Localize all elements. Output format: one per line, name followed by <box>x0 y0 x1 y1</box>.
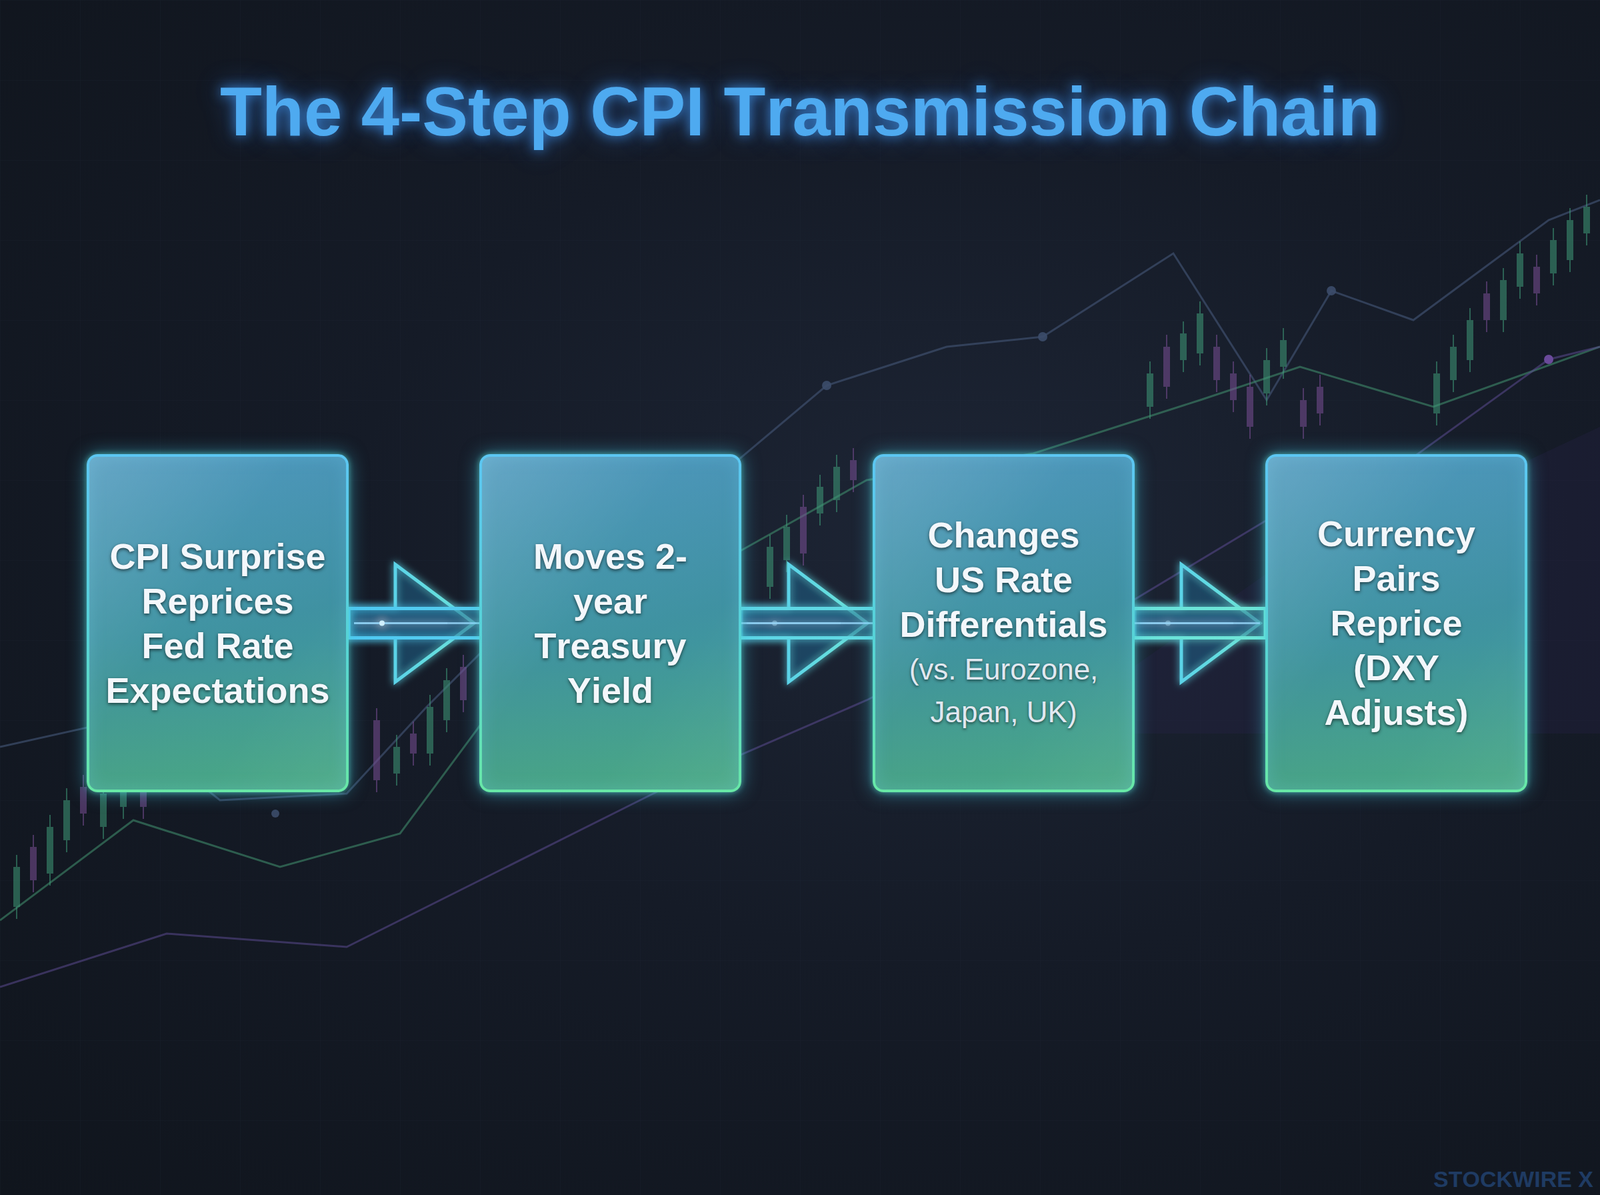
box-heading: Changes US Rate Differentials <box>898 512 1109 647</box>
box-heading: Currency Pairs Reprice (DXY Adjusts) <box>1284 511 1510 735</box>
box-text-group: Changes US Rate Differentials(vs. Eurozo… <box>898 512 1109 734</box>
diagram-title: The 4-Step CPI Transmission Chain <box>0 77 1600 146</box>
candles-down <box>30 254 1540 892</box>
box-heading: CPI Surprise Reprices Fed Rate Expectati… <box>105 534 331 713</box>
chart-dot <box>1544 354 1554 364</box>
watermark: STOCKWIRE X <box>1433 1166 1594 1192</box>
arrow-spark <box>379 620 385 626</box>
flow-box: Changes US Rate Differentials(vs. Eurozo… <box>872 454 1135 792</box>
average-line <box>0 346 1600 920</box>
candles-up <box>13 194 1590 919</box>
price-line <box>0 200 1600 800</box>
box-text-group: Currency Pairs Reprice (DXY Adjusts) <box>1284 511 1510 735</box>
box-text-group: CPI Surprise Reprices Fed Rate Expectati… <box>105 534 331 713</box>
chart-dots <box>271 286 1336 818</box>
box-subtext: (vs. Eurozone, Japan, UK) <box>898 648 1109 734</box>
flow-box: CPI Surprise Reprices Fed Rate Expectati… <box>86 454 349 792</box>
arrow-spark <box>379 620 385 626</box>
indicator-line <box>0 346 1600 987</box>
box-heading: Moves 2-year Treasury Yield <box>498 534 724 713</box>
flow-box: Currency Pairs Reprice (DXY Adjusts) <box>1265 454 1528 792</box>
flow-box: Moves 2-year Treasury Yield <box>479 454 742 792</box>
box-text-group: Moves 2-year Treasury Yield <box>498 534 724 713</box>
